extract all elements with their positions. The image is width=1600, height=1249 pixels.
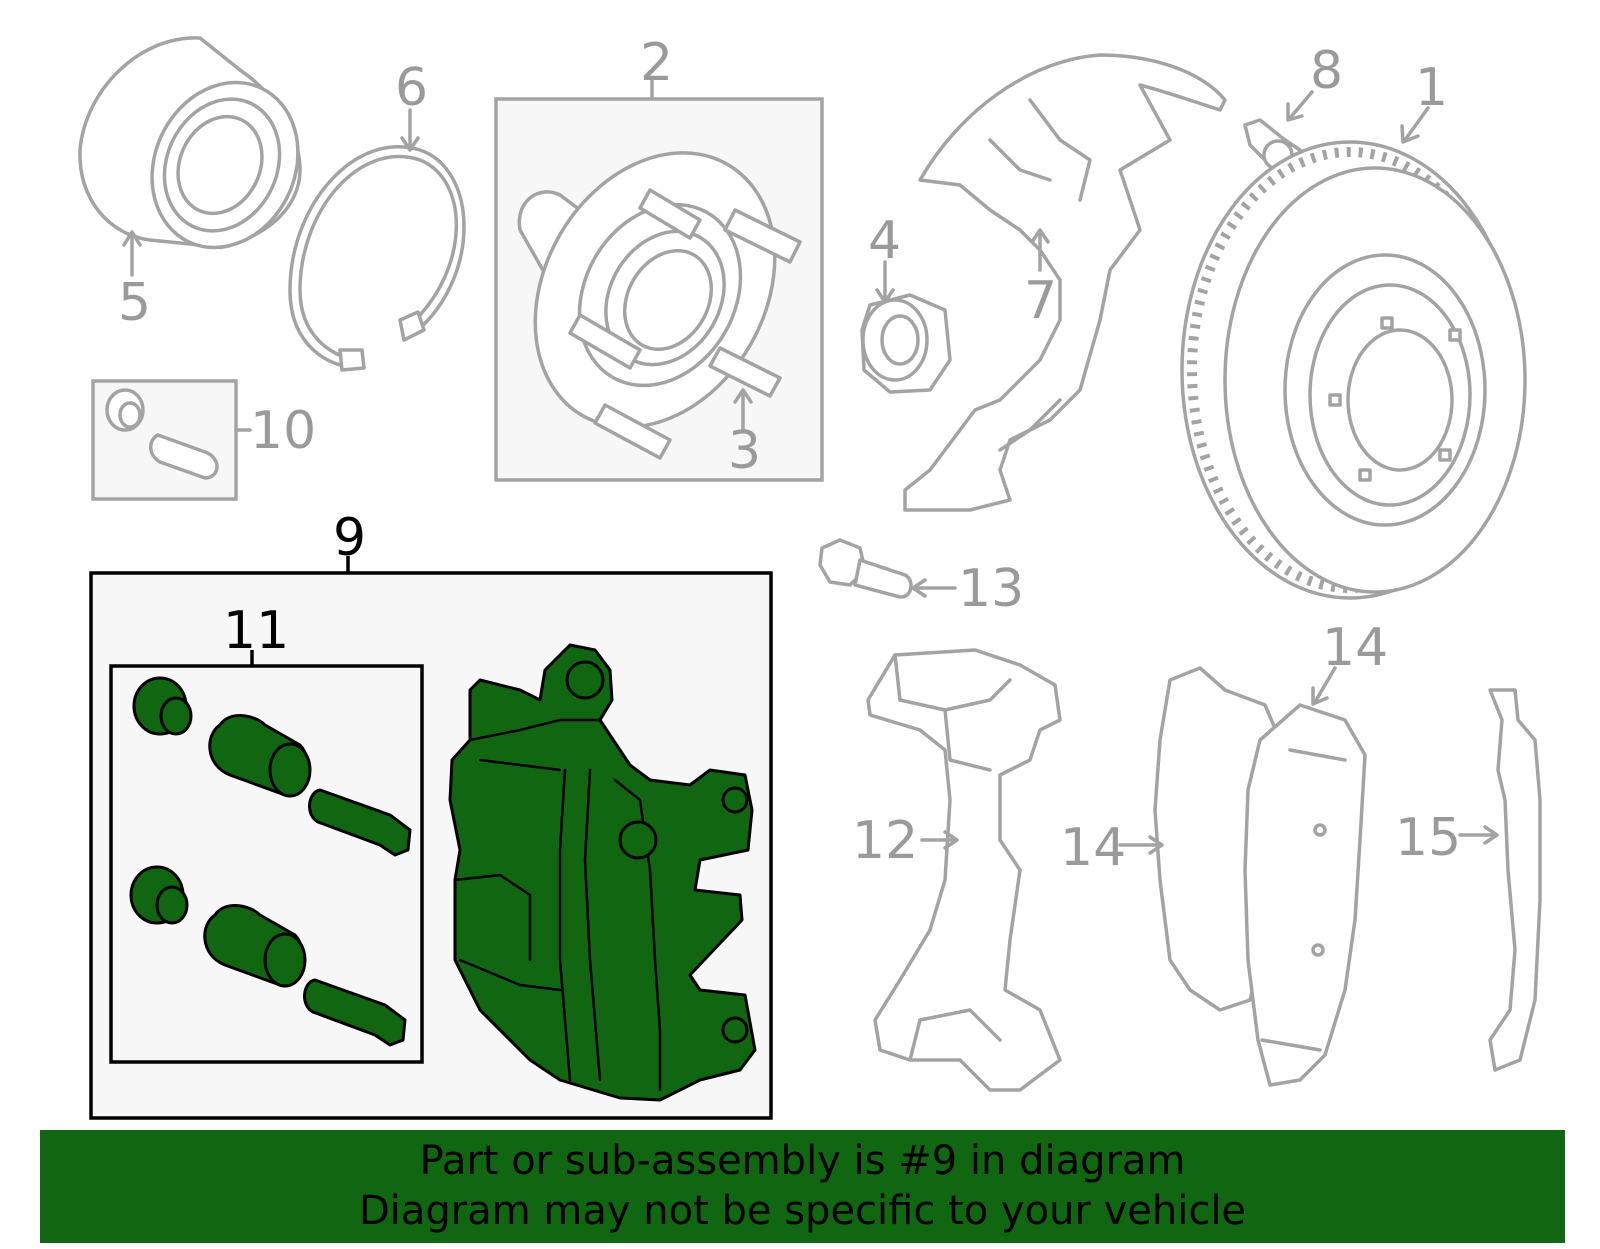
part-6-snap-ring[interactable] [288,145,466,372]
info-banner: Part or sub-assembly is #9 in diagram Di… [40,1130,1565,1243]
part-14-brake-pads[interactable] [1153,666,1367,1087]
callout-12: 12 [852,811,918,871]
callout-3: 3 [728,421,761,481]
part-12-caliper-bracket[interactable] [866,648,1062,1092]
callout-4: 4 [868,211,901,271]
part-5-wheel-bearing[interactable] [78,36,324,272]
callout-9: 9 [333,508,366,568]
part-15-anti-rattle-clip[interactable] [1488,688,1542,1072]
part-11-guide-pin-kit[interactable] [129,676,412,1047]
callout-2: 2 [640,33,673,93]
part-9-caliper[interactable] [448,643,757,1102]
part-1-brake-rotor[interactable] [1180,140,1527,600]
callout-8: 8 [1310,41,1343,101]
part-7-dust-shield[interactable] [903,53,1227,512]
part-4-axle-nut[interactable] [860,293,952,394]
callout-14-left: 14 [1060,818,1126,878]
callout-10: 10 [250,401,316,461]
callout-14-top: 14 [1322,618,1388,678]
callout-13: 13 [958,559,1024,619]
callout-1: 1 [1415,58,1448,118]
callout-7: 7 [1024,271,1057,331]
callout-11: 11 [223,601,289,661]
banner-line-2: Diagram may not be specific to your vehi… [358,1188,1247,1234]
part-3-hub-flange[interactable] [487,109,823,470]
callout-6: 6 [395,58,428,118]
banner-line-1: Part or sub-assembly is #9 in diagram [419,1138,1186,1184]
callout-5: 5 [118,273,151,333]
callout-15: 15 [1395,808,1461,868]
part-13-bolt[interactable] [818,538,913,599]
